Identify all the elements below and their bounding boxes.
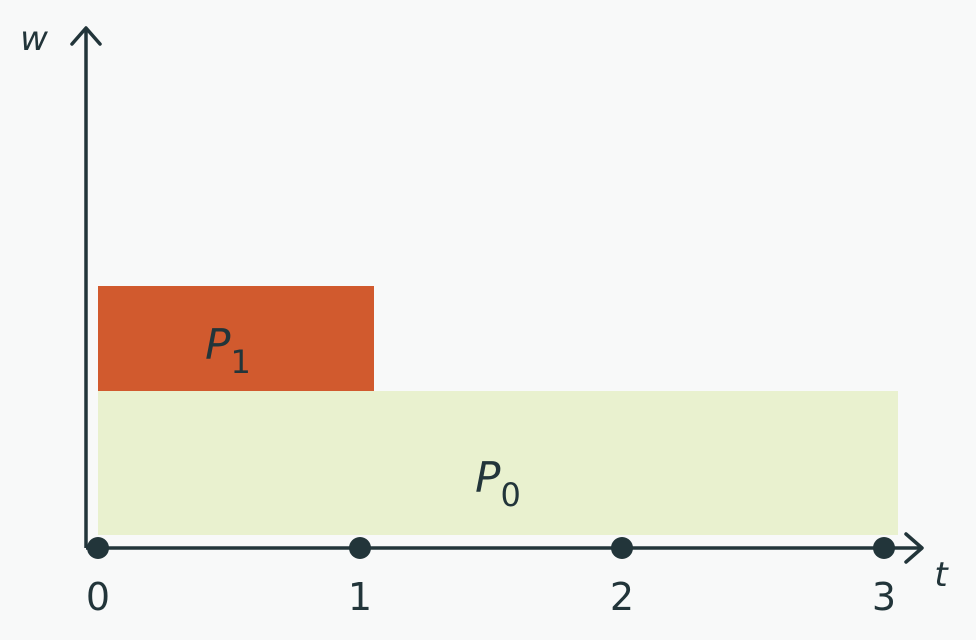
block-p1 [98,286,374,391]
tick-label-2: 2 [610,575,634,619]
y-axis-label: w [20,19,48,59]
tick-point-0 [87,537,109,559]
x-axis-arrow-icon [904,532,924,564]
tick-label-0: 0 [86,575,110,619]
tick-label-3: 3 [872,575,896,619]
tick-point-2 [611,537,633,559]
tick-label-1: 1 [348,575,372,619]
tick-point-3 [873,537,895,559]
block-p0 [98,391,898,535]
y-axis-arrow-icon [70,26,102,46]
block-p0-label: P0 [475,453,521,514]
block-p1-label: P1 [205,320,251,381]
tick-point-1 [349,537,371,559]
x-axis-label: t [934,555,949,595]
